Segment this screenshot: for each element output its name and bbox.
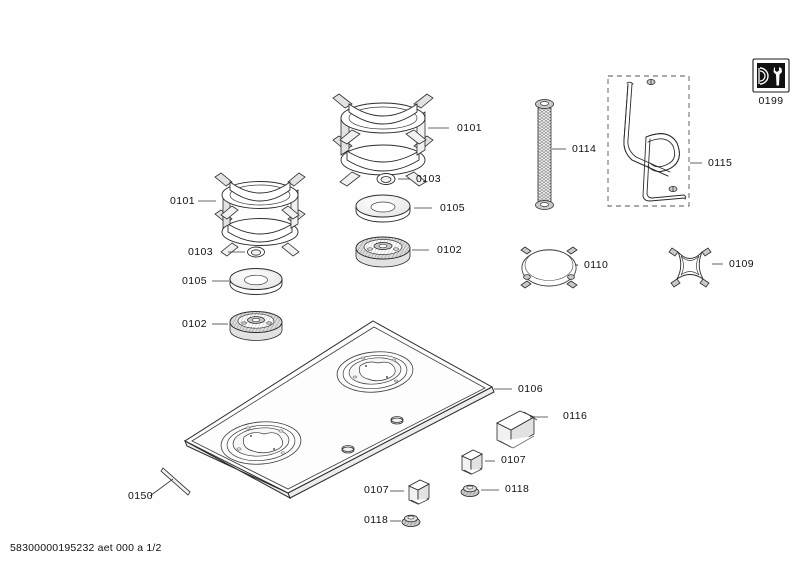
- part-fixing-nut-b: [390, 514, 421, 528]
- part-sealing-strip: [149, 467, 191, 497]
- part-label-0103-left: 0103: [188, 246, 213, 258]
- part-label-0115: 0115: [708, 157, 732, 169]
- part-burner-head-left: [212, 311, 283, 341]
- part-cooktop-glass-panel: [183, 320, 512, 500]
- part-label-0109: 0109: [729, 258, 754, 270]
- footer-document-id: 58300000195232 aet 000 a 1/2: [10, 542, 162, 554]
- service-badge-label: 0199: [759, 95, 784, 107]
- part-label-0103-right: 0103: [416, 173, 441, 185]
- part-retaining-clip-a: [460, 449, 495, 475]
- part-pan-support-trivet-right: [332, 93, 449, 187]
- part-label-0105-right: 0105: [440, 202, 465, 214]
- part-star-wok-support: [668, 247, 723, 288]
- part-threaded-rod-screw: [535, 99, 566, 210]
- part-label-0106: 0106: [518, 383, 543, 395]
- hob-wrench-service-icon: [757, 63, 785, 88]
- part-label-0116: 0116: [563, 410, 587, 422]
- part-burner-seal-ring-right: [376, 173, 410, 185]
- part-burner-cap-ring-left: [212, 268, 283, 295]
- part-label-0102-left: 0102: [182, 318, 207, 330]
- part-pan-support-trivet-left: [198, 172, 306, 257]
- service-badge: 0199: [752, 58, 790, 107]
- panel-control-holes: [341, 416, 404, 454]
- part-label-0114: 0114: [572, 143, 596, 155]
- part-label-0118-a: 0118: [505, 483, 529, 495]
- part-label-0101-right: 0101: [457, 122, 482, 134]
- part-burner-seal-ring-left: [228, 246, 265, 258]
- part-mounting-bracket: [496, 410, 548, 449]
- part-retaining-clip-b: [390, 479, 431, 505]
- part-gas-supply-pipe-assembly: [607, 75, 702, 207]
- part-label-0150: 0150: [128, 490, 153, 502]
- part-label-0107-a: 0107: [501, 454, 526, 466]
- part-label-0118-b: 0118: [364, 514, 388, 526]
- part-label-0101-left: 0101: [170, 195, 195, 207]
- part-label-0105-left: 0105: [182, 275, 207, 287]
- part-burner-cap-ring-right: [355, 194, 432, 223]
- burner-well-lower: [220, 421, 302, 465]
- part-fixing-nut-a: [460, 484, 499, 497]
- part-label-0107-b: 0107: [364, 484, 389, 496]
- part-wok-ring-support: [520, 246, 578, 289]
- part-label-0102-right: 0102: [437, 244, 462, 256]
- part-label-0110: 0110: [584, 259, 608, 271]
- dashed-group-box: [607, 75, 690, 207]
- part-burner-head-right: [355, 236, 429, 268]
- burner-well-upper: [336, 351, 414, 393]
